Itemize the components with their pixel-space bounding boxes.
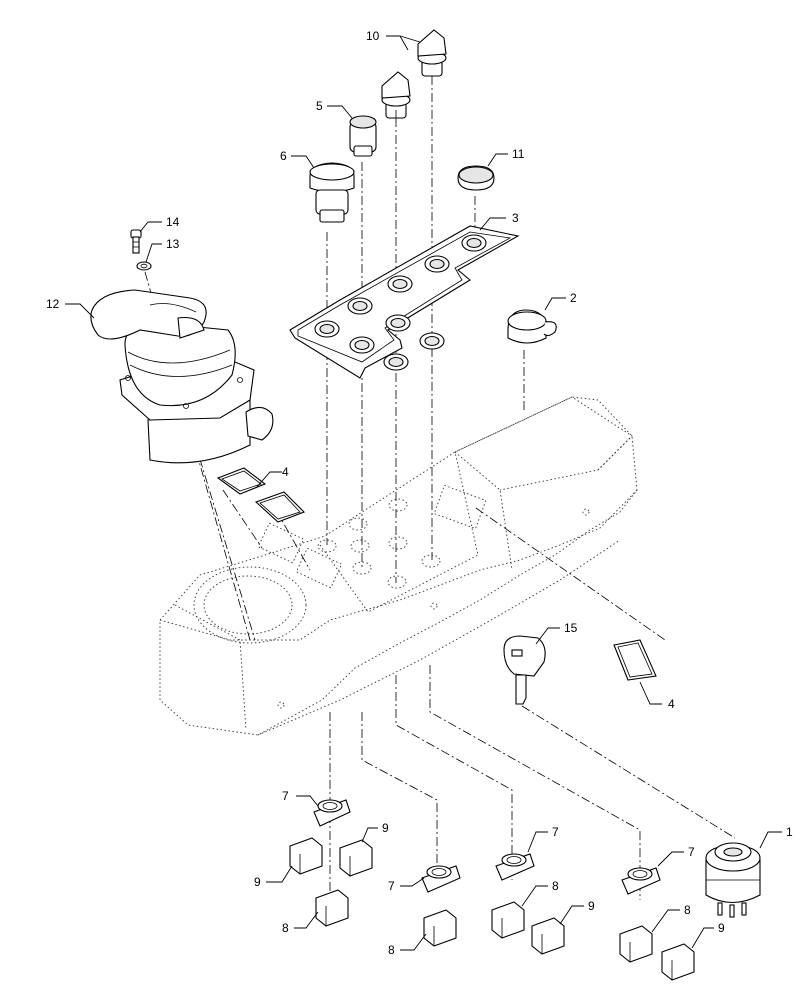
ignition-key [503, 635, 546, 705]
switch-adapter-4 [621, 867, 661, 895]
callout-6: 6 [280, 149, 287, 163]
push-button-small [349, 115, 377, 157]
gasket-plate [289, 225, 520, 379]
callout-9-c: 9 [588, 899, 595, 913]
switch-adapter-3 [495, 853, 535, 881]
callout-7-c: 7 [552, 825, 559, 839]
contact-block-7 [619, 925, 653, 963]
callout-4-upper: 4 [282, 465, 289, 479]
contact-block-3 [315, 889, 349, 927]
callout-8-c: 8 [552, 879, 559, 893]
contact-block-1 [289, 837, 323, 875]
callout-8-a: 8 [282, 921, 289, 935]
switch-adapter-1 [313, 799, 351, 827]
callout-13: 13 [166, 237, 180, 251]
washer [136, 261, 152, 271]
callout-12: 12 [46, 297, 60, 311]
contact-block-6 [531, 917, 565, 955]
contact-block-4 [423, 909, 457, 947]
leader-lines [65, 35, 782, 951]
callout-1: 1 [786, 825, 793, 839]
switch-adapter-2 [421, 865, 461, 893]
assembly-centerlines [144, 76, 736, 900]
emergency-stop-button [309, 162, 355, 223]
callout-7-d: 7 [688, 845, 695, 859]
callout-14: 14 [166, 215, 180, 229]
screw [130, 229, 142, 254]
contact-block-8 [661, 943, 695, 981]
callout-8-d: 8 [684, 903, 691, 917]
selector-knob-right [417, 29, 447, 77]
blanking-plug [457, 165, 495, 191]
callout-labels: 10 5 6 11 3 2 14 13 12 4 4 15 1 7 7 7 7 … [46, 29, 793, 957]
callout-8-b: 8 [388, 943, 395, 957]
label-decal-c [613, 639, 657, 681]
callout-9-b: 9 [254, 875, 261, 889]
callout-5: 5 [316, 99, 323, 113]
callout-15: 15 [564, 621, 578, 635]
joystick-control [90, 289, 274, 464]
contact-block-2 [339, 839, 373, 877]
callout-10: 10 [366, 29, 380, 43]
callout-7-a: 7 [282, 789, 289, 803]
key-switch-dust-cap [507, 309, 557, 344]
callout-11: 11 [512, 147, 525, 161]
callout-9-a: 9 [382, 821, 389, 835]
callout-2: 2 [570, 291, 577, 305]
selector-knob-left [381, 71, 411, 119]
console-housing [159, 396, 638, 736]
callout-4-lower: 4 [668, 697, 675, 711]
label-decal-b [254, 491, 305, 523]
callout-3: 3 [512, 211, 519, 225]
key-switch [705, 842, 761, 918]
label-decal-a [216, 467, 267, 495]
callout-7-b: 7 [388, 879, 395, 893]
contact-block-5 [491, 901, 525, 939]
callout-9-d: 9 [718, 921, 725, 935]
